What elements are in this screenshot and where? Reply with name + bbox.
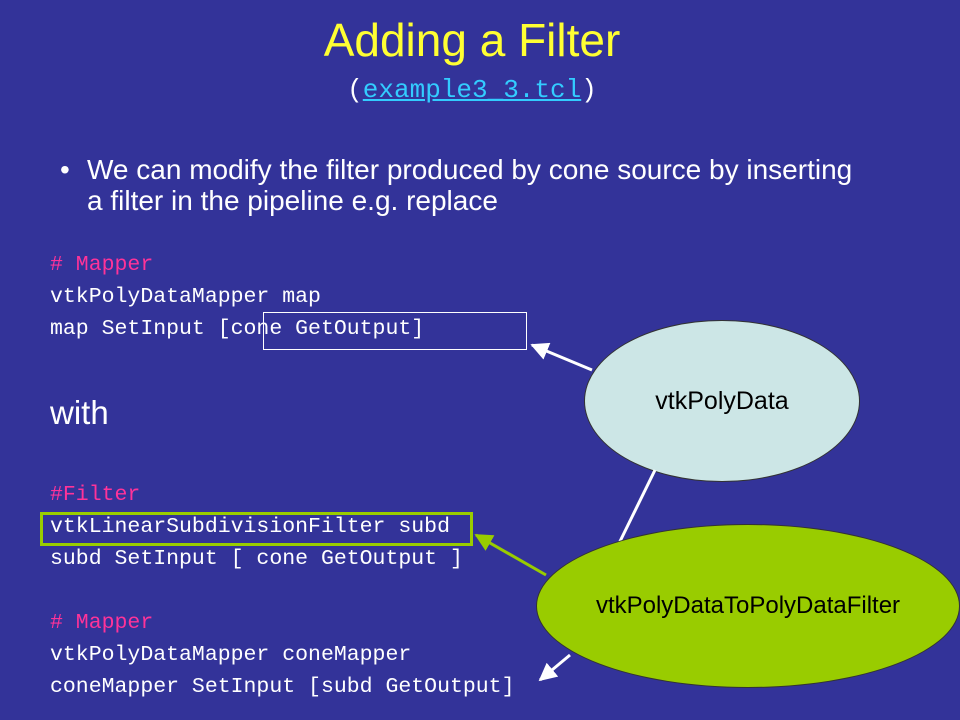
- subtitle-open-paren: (: [347, 75, 363, 105]
- code-line-subd-setinput: subd SetInput [ cone GetOutput ]: [50, 547, 463, 571]
- code-line-conemapper-decl: vtkPolyDataMapper coneMapper: [50, 643, 412, 667]
- code-comment-mapper-2: # Mapper: [50, 611, 154, 635]
- code-line-map-setinput: map SetInput [cone GetOutput]: [50, 317, 425, 341]
- code-line-mapper-decl: vtkPolyDataMapper map: [50, 285, 321, 309]
- filter-label: vtkPolyDataToPolyDataFilter: [595, 592, 901, 619]
- with-label: with: [50, 394, 109, 431]
- slide-subtitle: (example3_3.tcl): [0, 74, 944, 106]
- polydata-ellipse: vtkPolyData: [584, 320, 860, 482]
- slide-title: Adding a Filter: [323, 14, 621, 66]
- bullet-text: We can modify the filter produced by con…: [87, 154, 853, 216]
- highlight-box-cone-output: [263, 312, 527, 350]
- code-comment-mapper-1: # Mapper: [50, 253, 154, 277]
- arrow-polydata-to-cone-output: [530, 342, 593, 372]
- polydata-label: vtkPolyData: [655, 386, 789, 415]
- code-line-conemapper-setinput: coneMapper SetInput [subd GetOutput]: [50, 675, 515, 699]
- arrow-filter-to-subd-output: [538, 653, 571, 682]
- bullet-dot-icon: •: [60, 154, 70, 185]
- highlight-box-filter-class: [40, 512, 473, 546]
- filter-ellipse: vtkPolyDataToPolyDataFilter: [536, 524, 960, 688]
- example-file-link[interactable]: example3_3.tcl: [362, 75, 582, 105]
- arrow-filter-to-filter-class: [474, 533, 547, 577]
- code-comment-filter: #Filter: [50, 483, 141, 507]
- subtitle-close-paren: ): [581, 75, 597, 105]
- code-line-filter-decl: vtkLinearSubdivisionFilter subd: [50, 515, 450, 539]
